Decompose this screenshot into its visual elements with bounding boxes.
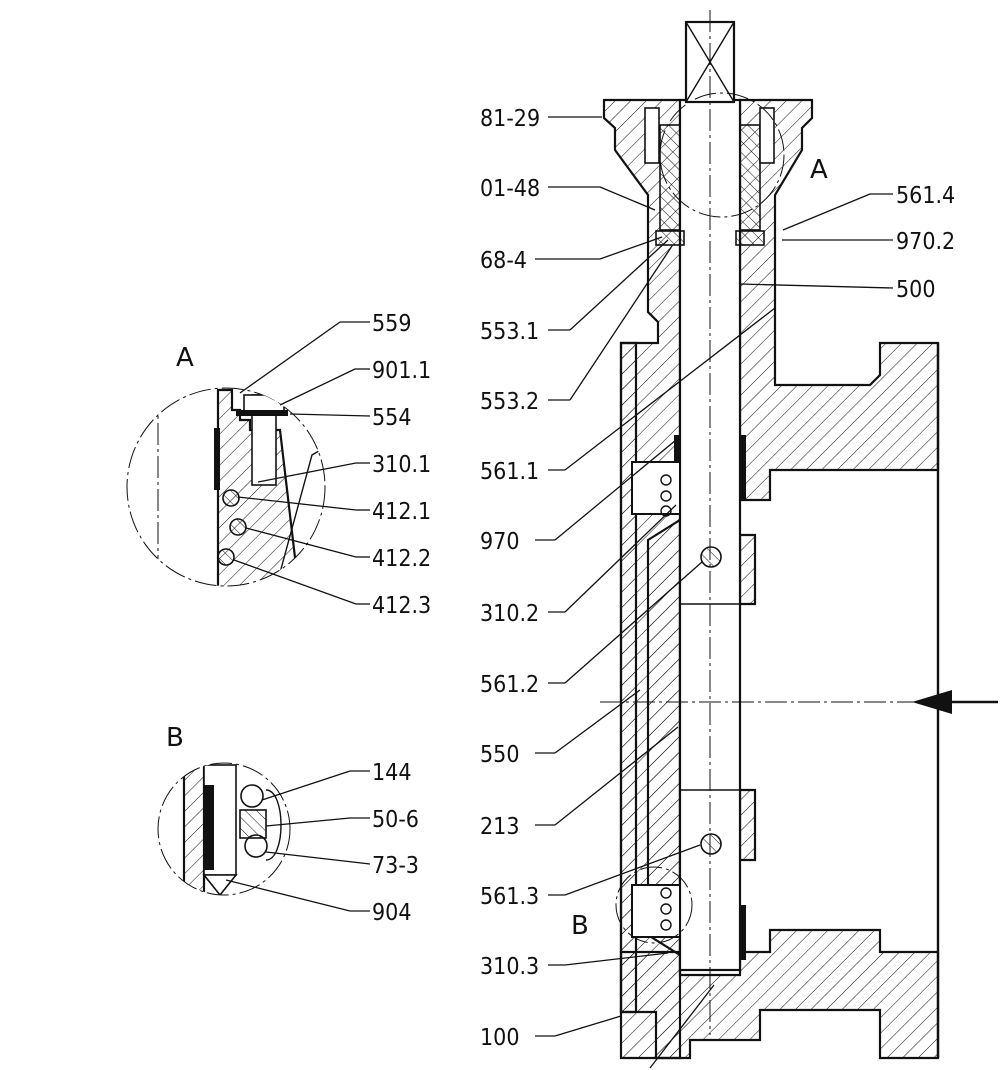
body-neck-right	[738, 98, 940, 502]
main-mark-b: B	[571, 911, 589, 941]
label-310-1: 310.1	[372, 452, 431, 478]
gland-ring	[655, 230, 685, 246]
detail-b-seal	[239, 809, 267, 839]
label-310-3: 310.3	[480, 954, 539, 980]
label-901-1: 901.1	[372, 358, 431, 384]
seat-ring	[631, 461, 681, 515]
detail-a-body-wall	[216, 388, 302, 586]
label-553-1: 553.1	[480, 319, 539, 345]
detail-a-packing-strip	[214, 428, 220, 490]
label-550: 550	[480, 742, 520, 768]
detail-a-washer	[236, 410, 288, 416]
detail-b-wall	[182, 763, 206, 895]
seat-ring-lower	[631, 884, 681, 938]
disc-pin-upper	[700, 546, 722, 568]
main-section-view: A B	[571, 10, 998, 1060]
detail-a-view: A	[126, 321, 371, 605]
label-561-4: 561.4	[896, 183, 955, 209]
label-970-2: 970.2	[896, 229, 955, 255]
label-81-29: 81-29	[480, 106, 540, 132]
body-boss-lower	[738, 788, 757, 862]
flow-arrow-head	[912, 690, 952, 714]
label-73-3: 73-3	[372, 853, 419, 879]
label-100: 100	[480, 1025, 520, 1051]
detail-a-title: A	[176, 343, 194, 373]
label-554: 554	[372, 405, 412, 431]
label-412-2: 412.2	[372, 546, 431, 572]
label-561-3: 561.3	[480, 884, 539, 910]
body-boss-upper	[738, 533, 757, 606]
detail-a-oring-1	[222, 489, 240, 507]
label-904: 904	[372, 900, 412, 926]
gland-ring-right	[735, 230, 765, 246]
detail-b-ball-1	[240, 784, 264, 808]
detail-a-oring-2	[229, 518, 247, 536]
main-mark-a: A	[810, 155, 828, 185]
detail-a-oring-3	[217, 548, 235, 566]
label-213: 213	[480, 814, 520, 840]
label-412-3: 412.3	[372, 593, 431, 619]
label-970: 970	[480, 529, 520, 555]
label-412-1: 412.1	[372, 499, 431, 525]
label-559: 559	[372, 311, 412, 337]
bearing-bush-lower-r	[740, 905, 746, 960]
label-561-1: 561.1	[480, 459, 539, 485]
top-bolt-right	[759, 107, 775, 164]
label-68-4: 68-4	[480, 248, 527, 274]
label-561-2: 561.2	[480, 672, 539, 698]
detail-b-bush	[204, 785, 214, 870]
label-500: 500	[896, 277, 936, 303]
label-144: 144	[372, 760, 412, 786]
label-50-6: 50-6	[372, 807, 419, 833]
bearing-bush-upper-r	[740, 435, 746, 500]
label-310-2: 310.2	[480, 601, 539, 627]
part-labels: 81-29 01-48 68-4 553.1 553.2 561.1 970 3…	[372, 106, 955, 1051]
label-553-2: 553.2	[480, 389, 539, 415]
packing-right	[739, 124, 761, 231]
top-bolt-left	[644, 107, 660, 164]
detail-b-view: B	[157, 723, 371, 912]
packing-left	[659, 124, 681, 231]
detail-b-title: B	[166, 723, 184, 753]
main-leaders	[535, 116, 894, 1069]
disc-pin-lower	[700, 833, 722, 855]
label-01-48: 01-48	[480, 176, 540, 202]
